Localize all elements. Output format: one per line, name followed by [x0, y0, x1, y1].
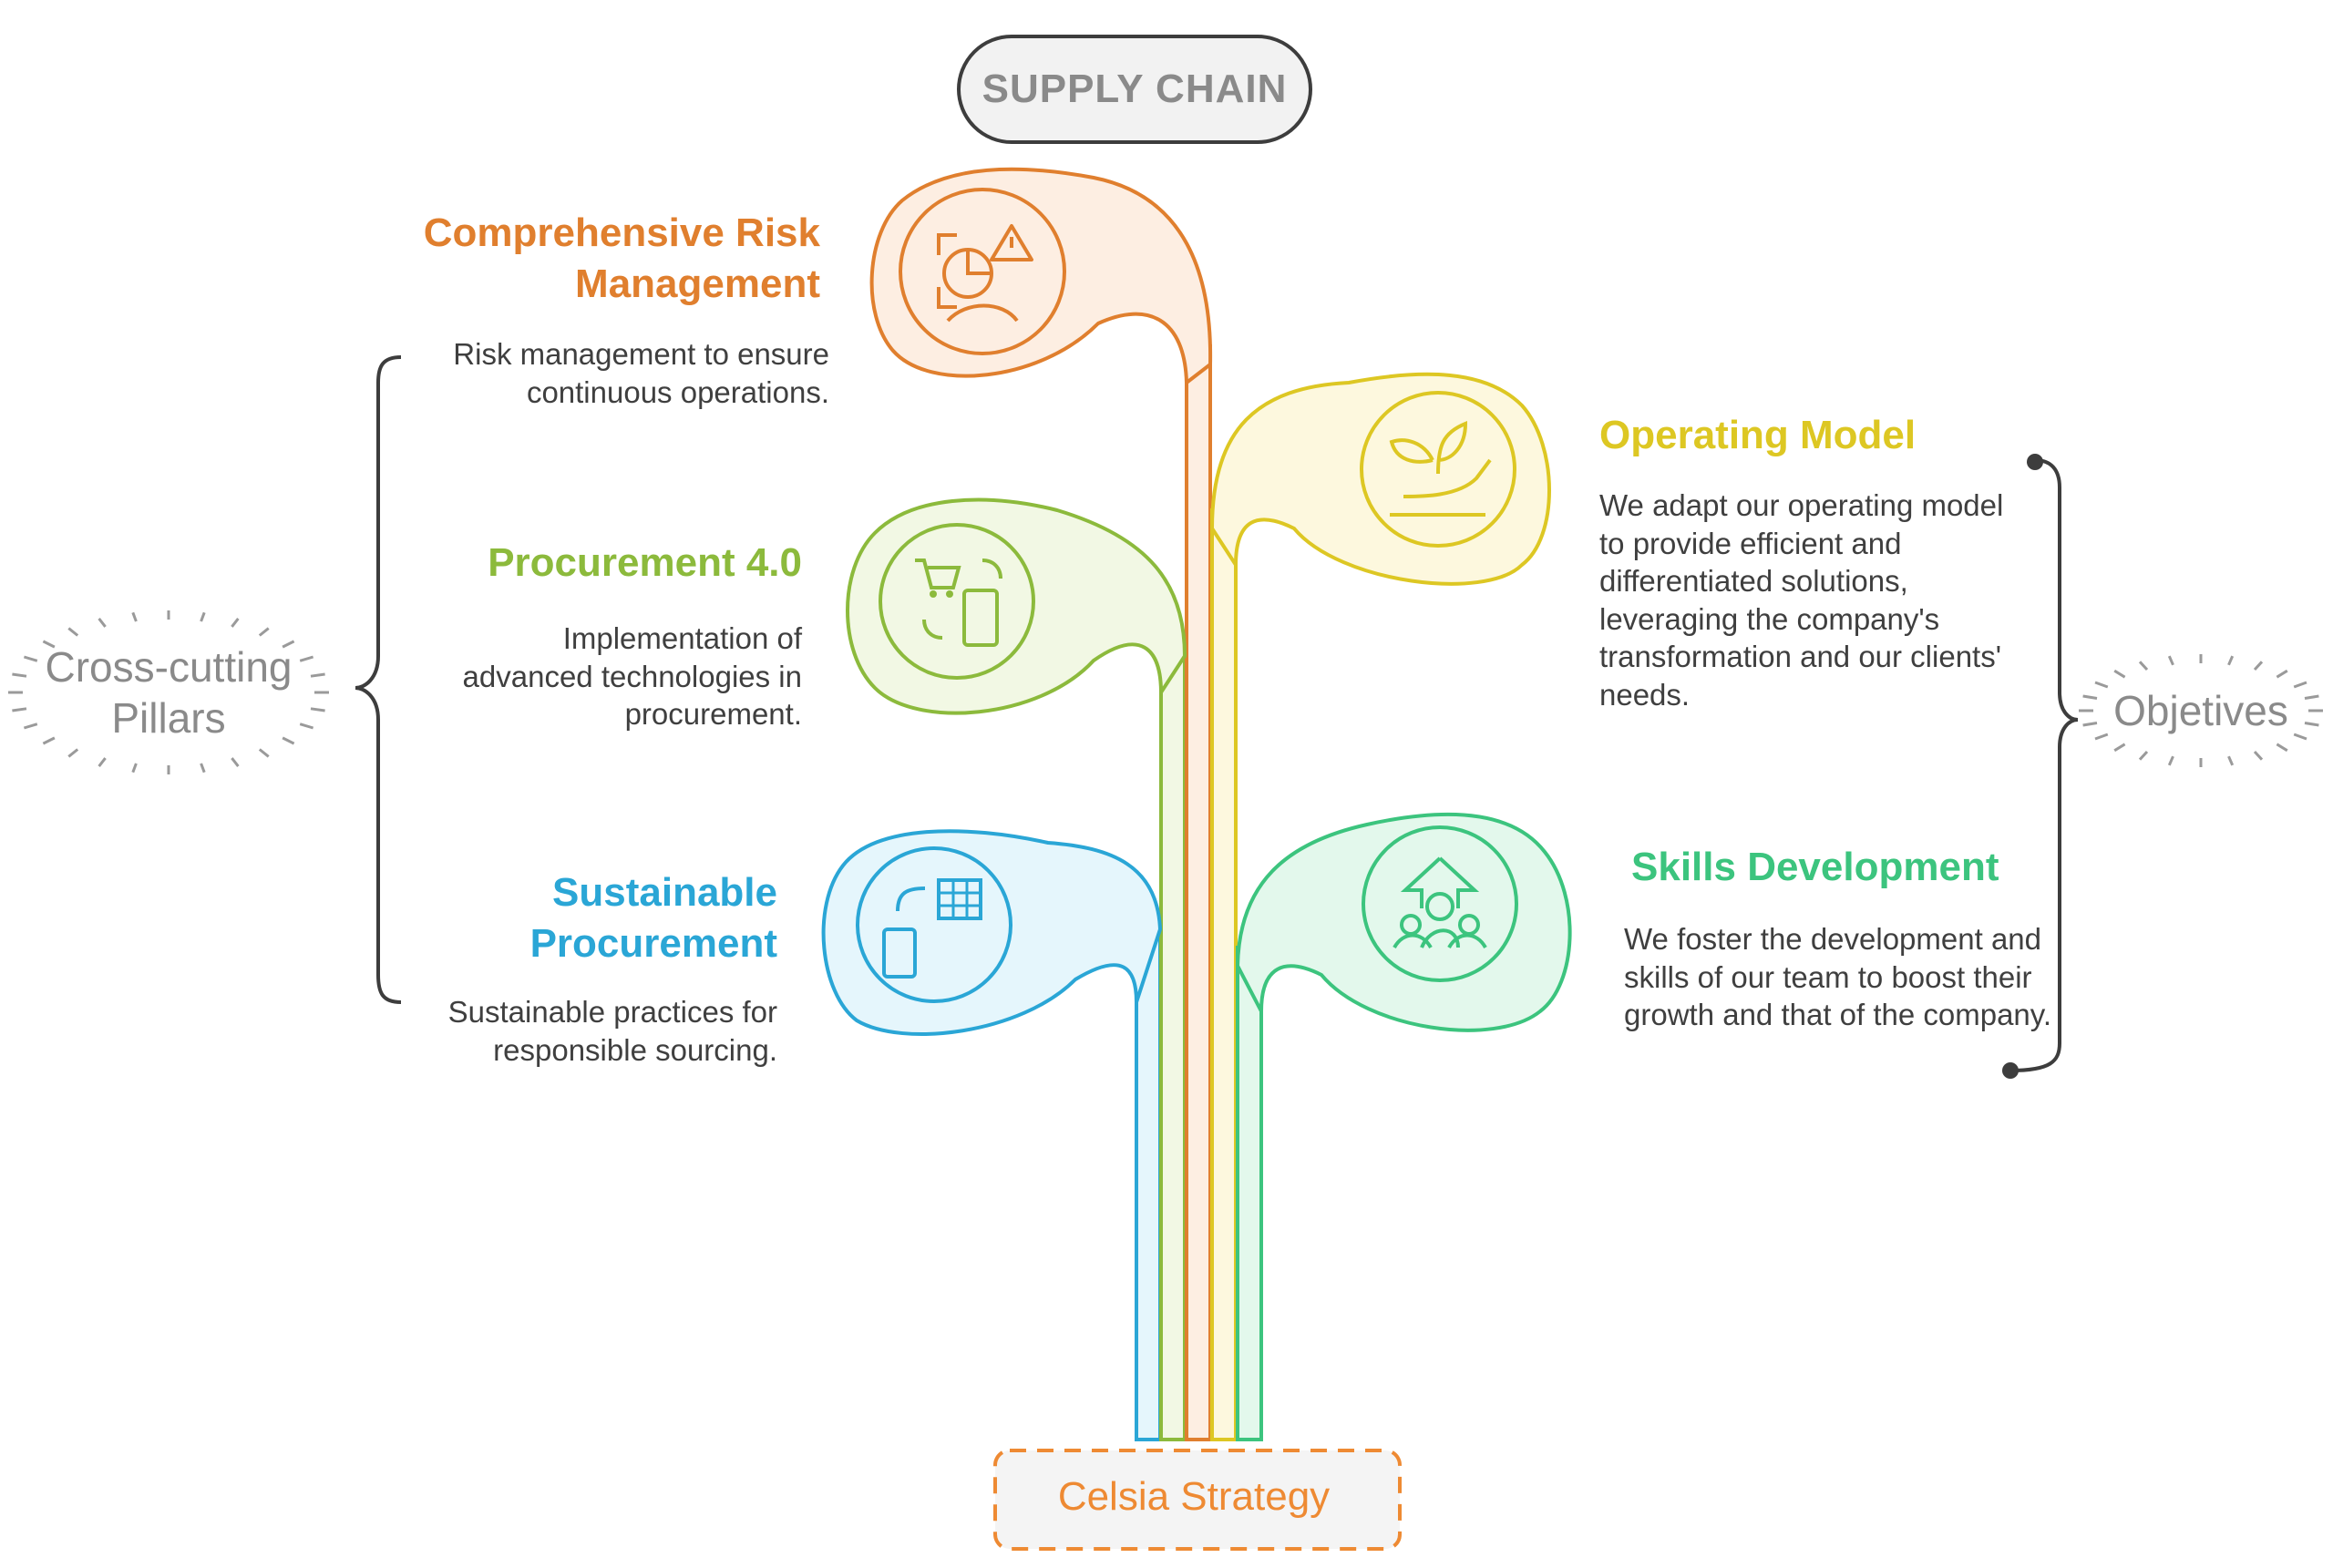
burst-ray	[2094, 681, 2109, 689]
stems	[1135, 344, 1263, 1441]
burst-right	[2079, 654, 2323, 767]
burst-ray	[42, 640, 56, 649]
burst-left	[8, 610, 329, 774]
burst-ray	[310, 707, 325, 712]
burst-ray	[2293, 733, 2307, 741]
leaf-operating	[1209, 372, 1551, 586]
right-bracket-dot-top	[2027, 454, 2043, 470]
team-growth-icon	[1362, 825, 1518, 982]
burst-ray	[98, 757, 107, 768]
right-bracket	[2009, 458, 2079, 1072]
top-pill	[957, 35, 1312, 144]
burst-ray	[231, 617, 240, 628]
right-bracket-dot-bottom	[2002, 1062, 2019, 1079]
risk-title: Comprehensive Risk Management	[423, 210, 820, 306]
burst-ray	[67, 627, 79, 637]
burst-ray	[2304, 694, 2319, 700]
burst-ray	[299, 655, 314, 662]
burst-ray	[131, 611, 138, 622]
burst-ray	[231, 757, 240, 768]
operating-title: Operating Model	[1599, 413, 1917, 457]
burst-ray	[42, 736, 56, 745]
burst-ray	[282, 736, 295, 745]
sustainable-title: Sustainable Procurement	[529, 870, 777, 966]
skills-title: Skills Development	[1631, 845, 1999, 889]
procurement40-title: Procurement 4.0	[488, 540, 802, 585]
burst-ray	[2138, 661, 2149, 671]
burst-ray	[258, 748, 270, 758]
burst-ray	[2113, 669, 2126, 679]
burst-ray	[2253, 661, 2264, 671]
procurement40-description: Implementation of advanced technologies …	[462, 621, 802, 731]
stem-operating	[1210, 508, 1238, 1441]
burst-ray	[282, 640, 295, 649]
top-pill-label: SUPPLY CHAIN	[982, 67, 1288, 111]
sustainable-description: Sustainable practices for responsible so…	[447, 995, 777, 1067]
burst-ray	[2167, 755, 2174, 766]
burst-ray	[2253, 750, 2264, 761]
bottom-box	[993, 1449, 1402, 1551]
growing-plant-hand-icon	[1360, 391, 1516, 548]
burst-ray	[131, 763, 138, 774]
burst-ray	[98, 617, 107, 628]
burst-ray	[2113, 743, 2126, 753]
burst-ray	[12, 672, 27, 678]
burst-ray	[2082, 694, 2098, 700]
burst-ray	[23, 655, 38, 662]
sustainable-procurement-icon	[856, 846, 1012, 1003]
left-group-label: Cross-cutting Pillars	[45, 643, 293, 742]
burst-ray	[2304, 722, 2319, 727]
burst-ray	[200, 611, 206, 622]
burst-ray	[2227, 755, 2235, 766]
stem-risk	[1185, 344, 1212, 1441]
digital-procurement-icon	[879, 523, 1035, 680]
burst-ray	[2293, 681, 2307, 689]
risk-analysis-icon	[899, 188, 1066, 355]
burst-ray	[2276, 743, 2288, 753]
burst-ray	[2276, 669, 2288, 679]
leaf-sustainable	[821, 829, 1163, 1036]
burst-ray	[310, 672, 325, 678]
skills-description: We foster the development and skills of …	[1624, 922, 2052, 1031]
burst-ray	[2138, 750, 2149, 761]
stem-procurement40	[1159, 636, 1187, 1441]
burst-ray	[2167, 655, 2174, 666]
bottom-box-label: Celsia Strategy	[1057, 1474, 1331, 1519]
burst-ray	[12, 707, 27, 712]
left-bracket	[355, 355, 402, 1004]
burst-ray	[2227, 655, 2235, 666]
leaf-risk	[869, 167, 1213, 386]
operating-description: We adapt our operating model to provide …	[1599, 488, 2004, 712]
burst-ray	[200, 763, 206, 774]
stem-skills	[1236, 946, 1263, 1441]
burst-ray	[23, 723, 38, 730]
burst-ray	[67, 748, 79, 758]
leaf-procurement40	[846, 497, 1187, 715]
risk-description: Risk management to ensure continuous ope…	[453, 337, 829, 409]
burst-ray	[258, 627, 270, 637]
burst-ray	[2094, 733, 2109, 741]
burst-ray	[299, 723, 314, 730]
right-group-label: Objetives	[2113, 687, 2288, 734]
burst-ray	[2082, 722, 2098, 727]
